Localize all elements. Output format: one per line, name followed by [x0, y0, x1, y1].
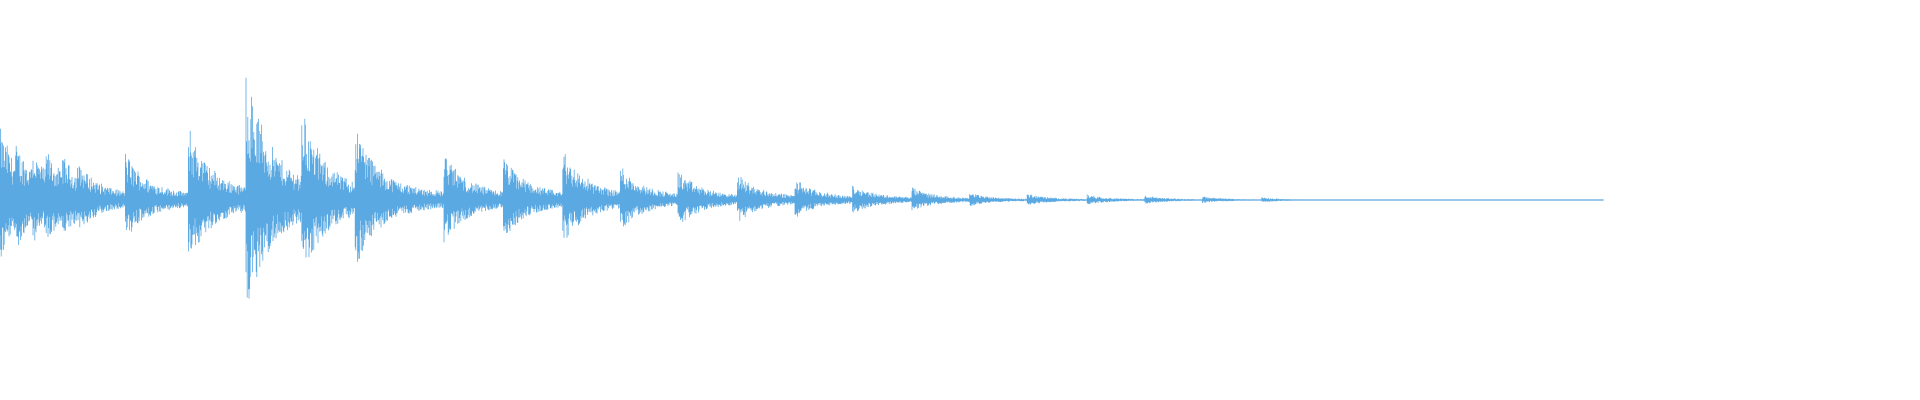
waveform-samples [0, 77, 1604, 299]
waveform-path [0, 77, 1604, 299]
